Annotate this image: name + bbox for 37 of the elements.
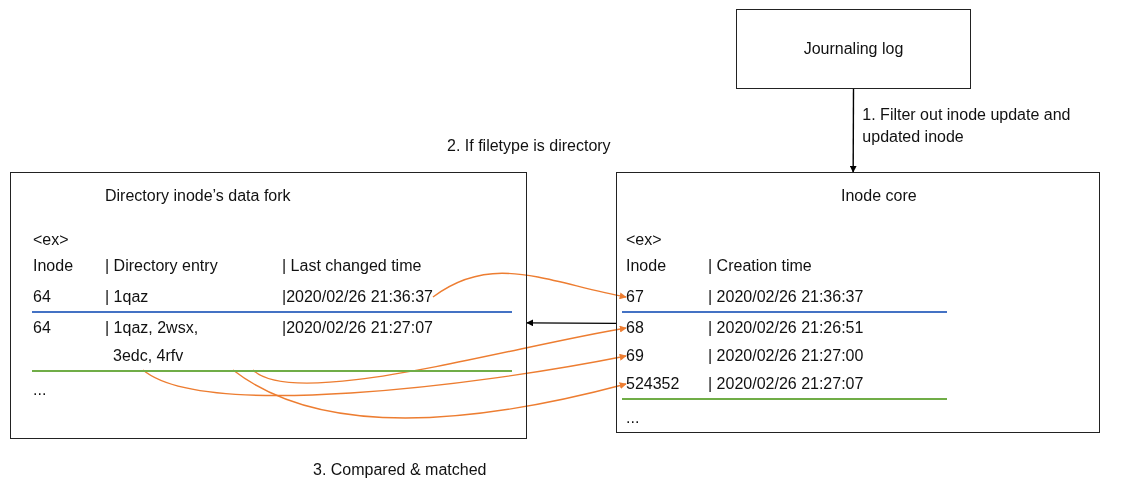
inode-number: 64: [33, 318, 52, 338]
box-title: Inode core: [841, 187, 917, 205]
arrow: [849, 88, 857, 173]
step-label: 3. Compared & matched: [313, 460, 487, 480]
column-header: | Last changed time: [282, 256, 422, 276]
example-tag: <ex>: [626, 226, 662, 254]
ellipsis: ...: [626, 408, 640, 428]
inode-number: 64: [33, 287, 52, 307]
example-tag: <ex>: [33, 226, 69, 254]
inode-number: 69: [626, 346, 645, 366]
data-panel: [10, 172, 527, 439]
timestamp: |2020/02/26 21:27:07: [282, 318, 433, 338]
data-panel: [616, 172, 1100, 433]
column-header: | Directory entry: [105, 256, 218, 276]
timestamp: | 2020/02/26 21:26:51: [708, 318, 864, 338]
timestamp: | 2020/02/26 21:36:37: [708, 287, 864, 307]
timestamp: |2020/02/26 21:36:37: [282, 287, 433, 307]
column-header: | Creation time: [708, 256, 812, 276]
box-title: Journaling log: [802, 40, 905, 58]
arrow: [432, 272, 627, 300]
box-title: Directory inode’s data fork: [105, 187, 291, 205]
arrow: [142, 353, 627, 396]
timestamp: | 2020/02/26 21:27:07: [708, 374, 864, 394]
column-header: Inode: [33, 256, 74, 276]
arrow: [252, 325, 627, 384]
inode-number: 524352: [626, 374, 681, 394]
process-box: [736, 9, 971, 89]
arrow: [232, 369, 627, 419]
step-label: 2. If filetype is directory: [447, 136, 611, 156]
ellipsis: ...: [33, 380, 47, 400]
timestamp: | 2020/02/26 21:27:00: [708, 346, 864, 366]
arrow: [526, 319, 617, 327]
column-header: Inode: [626, 256, 667, 276]
inode-number: 68: [626, 318, 645, 338]
directory-entry: | 1qaz: [105, 287, 150, 307]
directory-entry: | 1qaz, 2wsx, 3edc, 4rfv: [105, 318, 200, 366]
inode-number: 67: [626, 287, 645, 307]
